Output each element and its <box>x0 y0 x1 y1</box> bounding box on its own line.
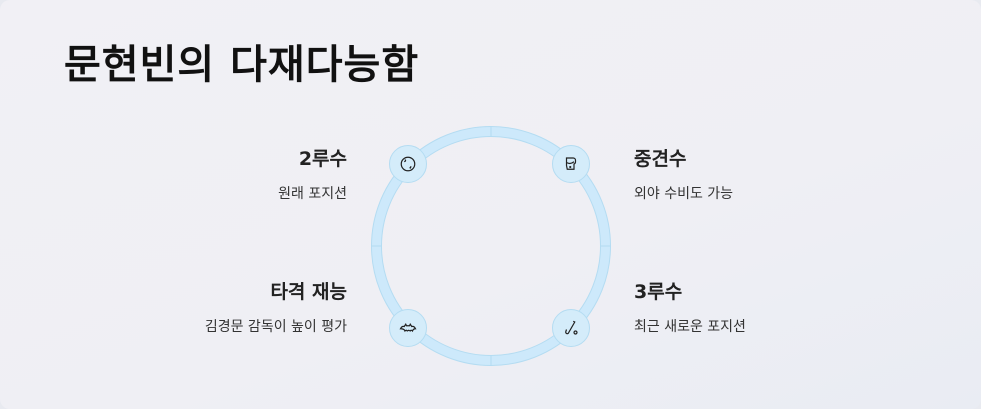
item-third-base: 3루수 최근 새로운 포지션 <box>634 279 854 337</box>
item-heading: 타격 재능 <box>270 281 347 303</box>
node-bottom-left <box>389 309 427 347</box>
page-title: 문현빈의 다재다능함 <box>64 42 420 88</box>
item-description: 최근 새로운 포지션 <box>634 319 746 335</box>
item-center-field: 중견수 외야 수비도 가능 <box>634 146 854 204</box>
item-second-base: 2루수 원래 포지션 <box>127 146 347 204</box>
glove-icon <box>565 157 577 170</box>
node-top-left <box>389 145 427 183</box>
hockey-stick-icon <box>565 320 578 335</box>
item-batting: 타격 재능 김경문 감독이 높이 평가 <box>127 279 347 337</box>
baseball-icon <box>400 156 416 172</box>
item-heading: 중견수 <box>634 148 687 170</box>
item-heading: 3루수 <box>634 281 683 303</box>
item-description: 원래 포지션 <box>278 186 347 202</box>
bat-icon <box>399 323 417 333</box>
item-description: 외야 수비도 가능 <box>634 186 734 202</box>
node-bottom-right <box>552 309 590 347</box>
node-top-right <box>552 145 590 183</box>
item-heading: 2루수 <box>298 148 347 170</box>
item-description: 김경문 감독이 높이 평가 <box>204 319 347 335</box>
